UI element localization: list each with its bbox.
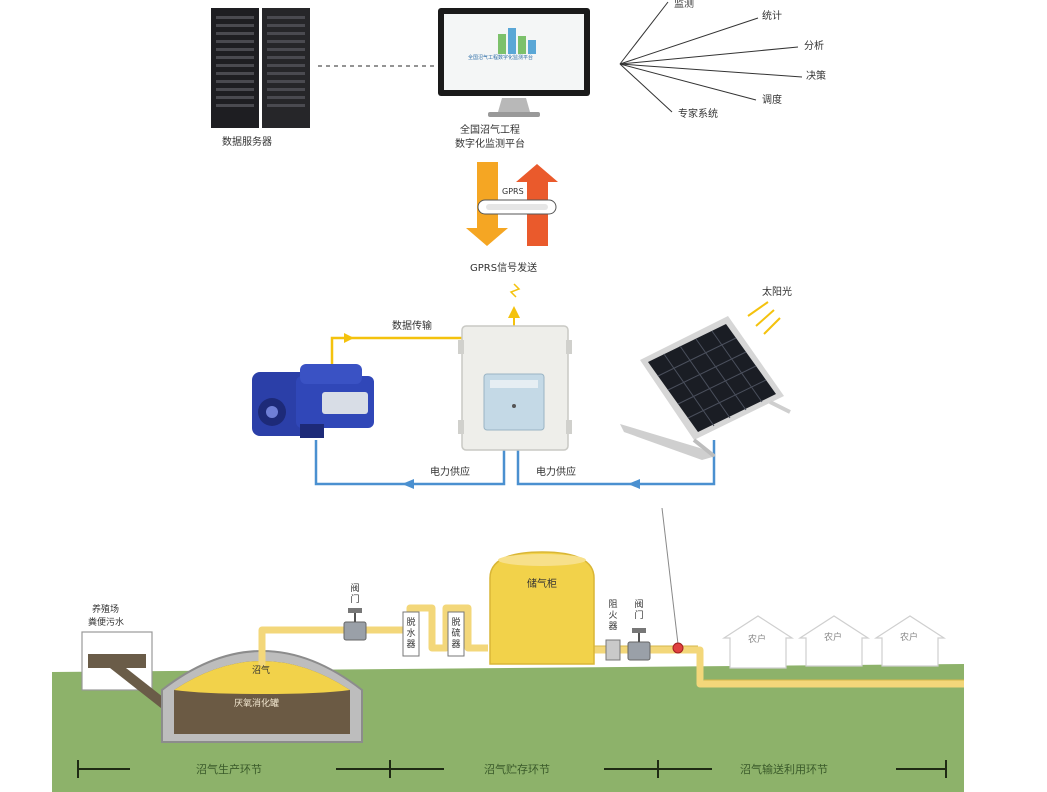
sunlight-label: 太阳光	[762, 287, 792, 298]
power-arrow-right	[628, 479, 640, 489]
valve-right-label: 阀门	[634, 600, 644, 621]
function-label-3: 分析	[804, 41, 824, 52]
platform-label-line1: 全国沼气工程	[460, 125, 520, 136]
flame-arrester-label: 阻火器	[608, 600, 618, 632]
stage-ruler	[77, 760, 947, 778]
data-server-label: 数据服务器	[222, 137, 272, 148]
function-label-2: 统计	[762, 11, 782, 22]
server-rack-icon	[211, 8, 310, 128]
dewater-box	[402, 611, 420, 657]
valve-icon	[343, 608, 367, 641]
stage-label-utilization: 沼气输送利用环节	[740, 763, 828, 776]
desulfur-label: 脱硫器	[451, 618, 461, 650]
control-box-icon	[458, 325, 572, 451]
valve-icon-right	[627, 628, 651, 661]
feed-tank-label-line2: 粪便污水	[88, 618, 125, 628]
gas-meter-icon	[672, 642, 684, 654]
desulfur-box	[447, 611, 465, 657]
screen-title: 全国沼气工程数字化监测平台	[468, 55, 534, 61]
stage-label-storage: 沼气贮存环节	[484, 763, 550, 776]
gas-holder-label: 储气柜	[527, 579, 557, 590]
sun-rays-icon	[747, 301, 781, 335]
feed-tank-label-line1: 养殖场	[92, 605, 120, 615]
house-label-2: 农户	[824, 633, 843, 643]
feed-tank	[81, 631, 182, 712]
data-transmission-label: 数据传输	[392, 321, 432, 332]
power-supply-right-label: 电力供应	[536, 467, 576, 478]
function-fan-lines	[619, 1, 803, 113]
gprs-arrows	[466, 162, 558, 246]
platform-label-line2: 数字化监测平台	[455, 139, 525, 150]
valve-left-label: 阀门	[350, 584, 360, 605]
function-label-6: 专家系统	[678, 109, 718, 120]
house-icon	[721, 615, 947, 669]
power-supply-left-label: 电力供应	[430, 467, 470, 478]
function-label-5: 调度	[762, 95, 782, 106]
function-label-4: 决策	[806, 71, 826, 82]
power-line-right	[516, 440, 716, 486]
data-transmission-arrowhead	[344, 333, 354, 343]
function-label-1: 监测	[674, 0, 694, 10]
signal-squiggle	[509, 283, 521, 298]
house-label-1: 农户	[748, 635, 767, 645]
data-transmission-line	[330, 336, 462, 365]
stage-label-production: 沼气生产环节	[196, 763, 262, 776]
antenna-line	[661, 507, 679, 645]
power-arrow-left	[402, 479, 414, 489]
solar-panel-icon	[620, 316, 791, 460]
monitor-icon	[438, 8, 590, 117]
gas-holder-icon	[489, 551, 595, 665]
house-label-3: 农户	[900, 633, 919, 643]
digester-icon	[161, 650, 363, 743]
flowmeter-icon	[252, 364, 374, 438]
gprs-band-label: GPRS	[502, 187, 524, 196]
gprs-signal-label: GPRS信号发送	[470, 263, 538, 274]
flame-arrester-box	[605, 639, 621, 661]
digester-gas-label: 沼气	[252, 666, 271, 676]
dewater-label: 脱水器	[406, 618, 416, 650]
digester-label: 厌氧消化罐	[234, 699, 280, 709]
